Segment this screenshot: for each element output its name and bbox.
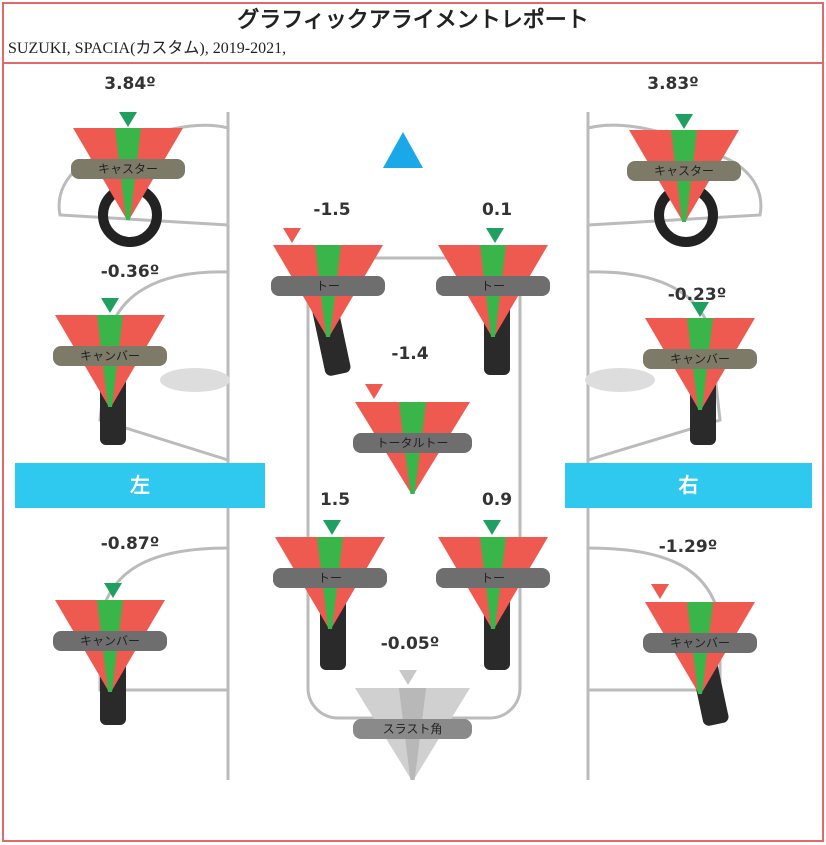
total-toe-value: -1.4 [391,344,429,364]
front-right-toe-marker [486,228,504,243]
vehicle-info: SUZUKI, SPACIA(カスタム), 2019-2021, [8,40,287,57]
gauge-label: トー [271,276,385,296]
forward-direction-icon [383,132,423,168]
left-side-banner: 左 [15,463,265,508]
right-caster-marker [675,114,693,129]
thrust-angle-value: -0.05º [380,634,440,654]
right-side-banner: 右 [565,463,812,508]
left-rear-camber-value: -0.87º [100,534,160,554]
right-rear-camber-marker [651,584,669,599]
thrust-angle-marker [399,670,417,685]
gauge-label: キャスター [71,159,185,179]
gauge-label: キャンバー [643,349,757,369]
report-title: グラフィックアライメントレポート [237,8,589,33]
total-toe-marker [365,384,383,399]
header-divider [2,62,824,64]
front-right-toe-gauge: トー [436,245,550,337]
left-rear-camber-marker [104,583,122,598]
right-caster-gauge: キャスター [627,130,741,222]
front-left-toe-value: -1.5 [313,200,351,220]
right-front-camber-marker [691,302,709,317]
rear-right-toe-marker [483,520,501,535]
front-left-toe-gauge: トー [271,245,385,337]
gauge-label: トー [436,276,550,296]
rear-right-toe-value: 0.9 [481,490,513,510]
thrust-angle-gauge: スラスト角 [353,688,472,780]
right-front-camber-value: -0.23º [667,285,727,305]
right-rear-camber-gauge: キャンバー [643,602,757,694]
gauge-label: トー [436,568,550,588]
rear-left-toe-marker [323,520,341,535]
left-front-camber-gauge: キャンバー [53,315,167,407]
gauge-label: キャンバー [643,633,757,653]
left-front-camber-marker [101,298,119,313]
total-toe-gauge: トータルトー [353,402,472,494]
left-caster-gauge: キャスター [71,128,185,220]
gauge-label: スラスト角 [353,719,472,739]
front-left-toe-marker [283,228,301,243]
right-front-camber-gauge: キャンバー [643,318,757,410]
left-caster-marker [119,112,137,127]
left-caster-value: 3.84º [104,74,156,94]
left-rear-camber-gauge: キャンバー [53,600,167,692]
gauge-label: トー [273,568,387,588]
rear-right-toe-gauge: トー [436,537,550,629]
left-front-camber-value: -0.36º [100,262,160,282]
right-caster-value: 3.83º [647,74,699,94]
gauge-label: キャンバー [53,346,167,366]
gauge-label: トータルトー [353,433,472,453]
right-rear-camber-value: -1.29º [658,537,718,557]
gauge-label: キャスター [627,161,741,181]
rear-left-toe-gauge: トー [273,537,387,629]
front-right-toe-value: 0.1 [481,200,513,220]
rear-left-toe-value: 1.5 [319,490,351,510]
gauge-label: キャンバー [53,631,167,651]
